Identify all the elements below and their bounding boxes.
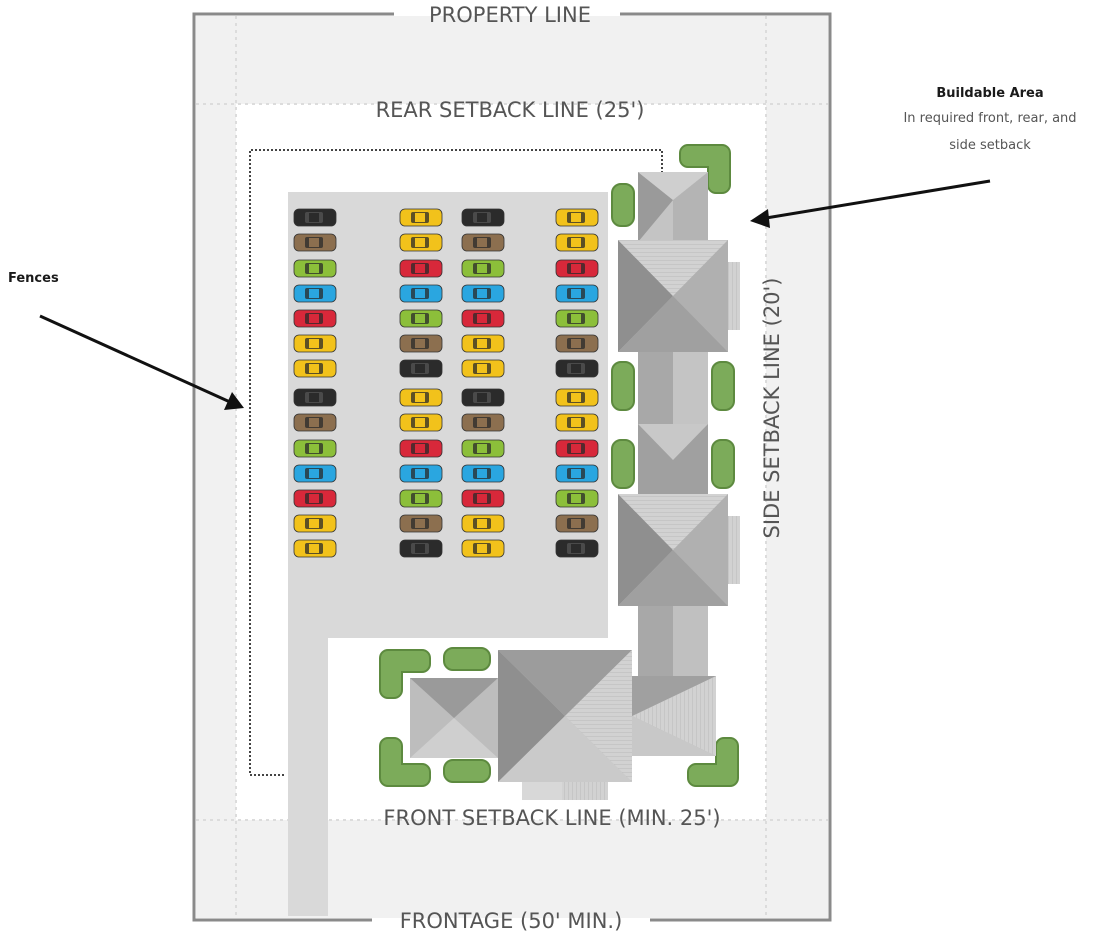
shrub — [443, 647, 491, 671]
shrubs — [379, 144, 739, 787]
parked-car — [461, 284, 505, 303]
shrub — [679, 144, 731, 194]
property-line — [192, 12, 832, 922]
parked-car — [461, 233, 505, 252]
parked-car — [399, 359, 443, 378]
parked-car — [461, 439, 505, 458]
parked-car — [399, 539, 443, 558]
parked-car — [461, 489, 505, 508]
parked-car — [555, 388, 599, 407]
parked-car — [555, 208, 599, 227]
parked-car — [293, 489, 337, 508]
parked-car — [293, 309, 337, 328]
buildable-area-arrowhead — [750, 209, 770, 228]
buildable-area-desc-line1: In required front, rear, and — [903, 111, 1076, 126]
parked-car — [293, 259, 337, 278]
fences-arrow — [39, 314, 231, 404]
parked-car — [461, 413, 505, 432]
parked-car — [461, 208, 505, 227]
fences-arrowhead — [224, 392, 244, 410]
side-setback-label: SIDE SETBACK LINE (20') — [760, 277, 784, 538]
parked-car — [555, 334, 599, 353]
parked-car — [399, 309, 443, 328]
buildable-area-annotation: Buildable Area In required front, rear, … — [750, 86, 1077, 228]
parked-car — [399, 284, 443, 303]
parked-car — [461, 334, 505, 353]
shrub — [379, 649, 431, 699]
shrub — [443, 759, 491, 783]
building-main — [410, 650, 632, 800]
parked-car — [555, 489, 599, 508]
parked-car — [293, 539, 337, 558]
parked-car — [293, 514, 337, 533]
parked-car — [461, 464, 505, 483]
buildings — [410, 172, 740, 800]
driveway — [288, 636, 328, 916]
fence — [249, 149, 663, 776]
building-corridor — [632, 606, 716, 756]
shrub — [379, 737, 431, 787]
fences-label: Fences — [8, 271, 59, 286]
parking-cars — [293, 208, 599, 558]
parked-car — [399, 489, 443, 508]
parked-car — [399, 413, 443, 432]
parked-car — [399, 208, 443, 227]
shrub — [711, 439, 735, 489]
building-lower — [618, 494, 740, 606]
shrub — [611, 361, 635, 411]
parked-car — [399, 388, 443, 407]
parked-car — [399, 514, 443, 533]
parked-car — [293, 439, 337, 458]
property-line-label: PROPERTY LINE — [429, 3, 591, 27]
parked-car — [555, 539, 599, 558]
rear-setback-label: REAR SETBACK LINE (25') — [376, 98, 645, 122]
parked-car — [555, 413, 599, 432]
parked-car — [555, 284, 599, 303]
buildable-area-desc-line2: side setback — [949, 138, 1031, 153]
shrub — [711, 361, 735, 411]
parked-car — [399, 439, 443, 458]
buildable-area-title: Buildable Area — [936, 86, 1043, 101]
parked-car — [293, 208, 337, 227]
parked-car — [555, 259, 599, 278]
buildable-area-arrow — [765, 179, 991, 220]
parked-car — [293, 233, 337, 252]
parking-lot — [288, 192, 608, 638]
building-top — [638, 172, 708, 242]
parked-car — [555, 464, 599, 483]
parked-car — [293, 359, 337, 378]
parked-car — [399, 233, 443, 252]
parked-car — [555, 439, 599, 458]
parked-car — [293, 464, 337, 483]
frontage-label: FRONTAGE (50' MIN.) — [400, 909, 623, 933]
fences-annotation: Fences — [8, 271, 244, 410]
parked-car — [461, 539, 505, 558]
parked-car — [461, 359, 505, 378]
parked-car — [399, 334, 443, 353]
parked-car — [555, 233, 599, 252]
parked-car — [555, 514, 599, 533]
building-connector — [638, 352, 708, 494]
parked-car — [293, 284, 337, 303]
front-setback-label: FRONT SETBACK LINE (MIN. 25') — [383, 806, 720, 830]
parked-car — [293, 413, 337, 432]
building-upper — [618, 240, 740, 352]
shrub — [611, 439, 635, 489]
parked-car — [461, 388, 505, 407]
parked-car — [461, 259, 505, 278]
parked-car — [555, 309, 599, 328]
parked-car — [293, 388, 337, 407]
parked-car — [293, 334, 337, 353]
shrub — [611, 183, 635, 227]
parked-car — [399, 259, 443, 278]
parked-car — [555, 359, 599, 378]
parked-car — [461, 514, 505, 533]
parked-car — [461, 309, 505, 328]
parked-car — [399, 464, 443, 483]
